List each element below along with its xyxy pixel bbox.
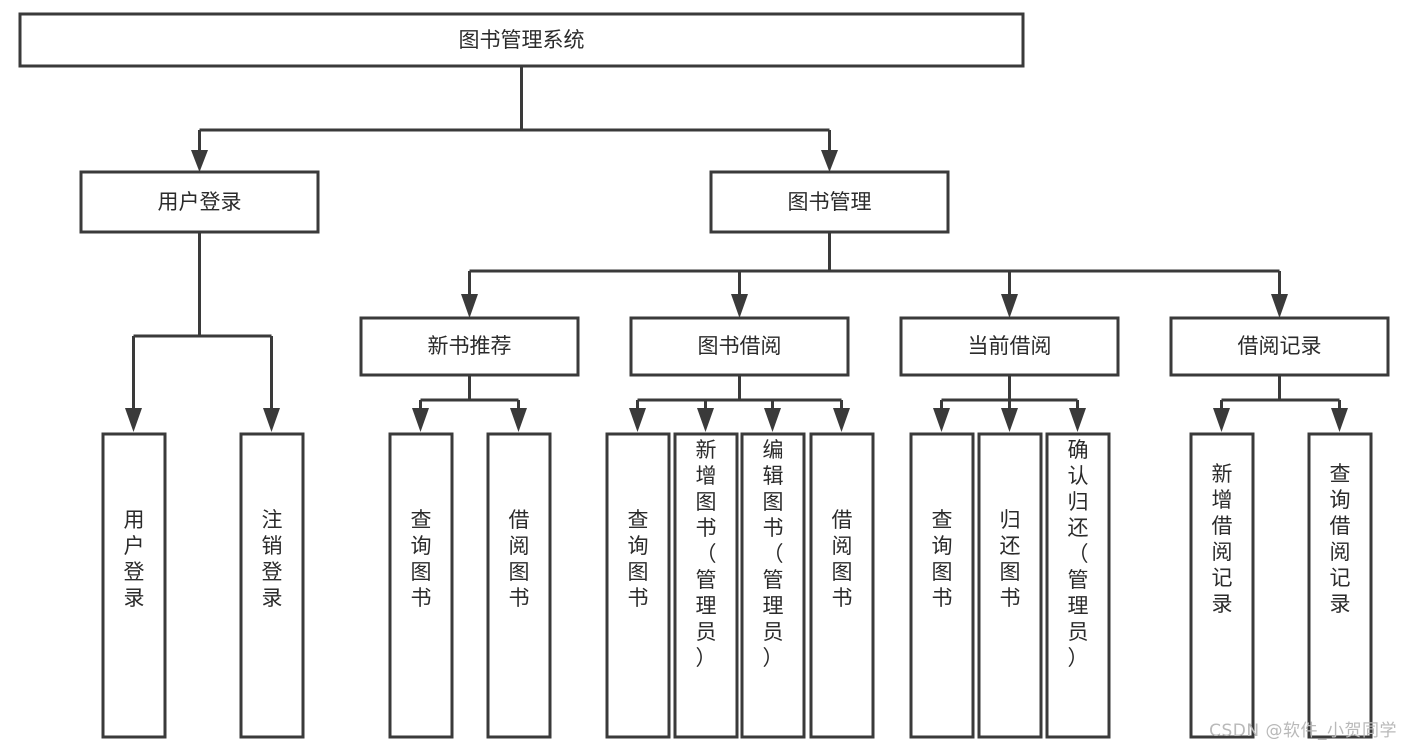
- leaf-book-borrow-1-box[interactable]: [605, 432, 671, 739]
- leaf-book-borrow-2-box[interactable]: [673, 432, 739, 739]
- arrow-to-new-book: [461, 294, 478, 318]
- arrow-cb-leaf-2: [1001, 408, 1018, 432]
- node-book-management-box[interactable]: [709, 170, 950, 234]
- leaf-borrow-record-1[interactable]: 新增借阅记录: [1189, 432, 1255, 739]
- arrow-bb-leaf-3: [764, 408, 781, 432]
- node-book-management[interactable]: 图书管理: [709, 170, 950, 234]
- leaf-current-borrow-2-label: 归还图书: [1000, 508, 1021, 610]
- arrow-bb-leaf-4: [833, 408, 850, 432]
- csdn-watermark: CSDN @软件_小贺同学: [1209, 721, 1397, 741]
- leaf-current-borrow-3[interactable]: 确认归还（管理员）: [1045, 432, 1111, 739]
- node-book-management-label: 图书管理: [788, 190, 872, 214]
- leaf-current-borrow-2[interactable]: 归还图书: [977, 432, 1043, 739]
- node-current-borrow-box[interactable]: [899, 316, 1120, 377]
- leaf-book-borrow-3[interactable]: 编辑图书（管理员）: [740, 432, 806, 739]
- leaf-new-book-2-label: 借阅图书: [509, 508, 530, 610]
- node-current-borrow[interactable]: 当前借阅: [899, 316, 1120, 377]
- arrow-to-user-login: [191, 150, 208, 172]
- leaf-current-borrow-3-box[interactable]: [1045, 432, 1111, 739]
- leaf-new-book-1-label: 查询图书: [411, 508, 432, 610]
- leaf-new-book-2-box[interactable]: [486, 432, 552, 739]
- edge-group: [125, 66, 1348, 432]
- leaf-book-borrow-2-label: 新增图书（管理员）: [696, 438, 717, 670]
- leaf-book-borrow-2[interactable]: 新增图书（管理员）: [673, 432, 739, 739]
- arrow-user-leaf-1: [125, 408, 142, 432]
- leaf-borrow-record-1-label: 新增借阅记录: [1212, 462, 1233, 616]
- leaf-current-borrow-1-box[interactable]: [909, 432, 975, 739]
- leaf-user-login-2-box[interactable]: [239, 432, 305, 739]
- node-new-book-recommend-label: 新书推荐: [428, 334, 512, 358]
- arrow-nb-leaf-1: [412, 408, 429, 432]
- arrow-cb-leaf-1: [933, 408, 950, 432]
- arrow-to-book-manage: [821, 150, 838, 172]
- leaf-current-borrow-3-label: 确认归还（管理员）: [1068, 438, 1089, 670]
- leaf-book-borrow-3-box[interactable]: [740, 432, 806, 739]
- node-new-book-recommend[interactable]: 新书推荐: [359, 316, 580, 377]
- arrow-to-current-borrow: [1001, 294, 1018, 318]
- node-user-login[interactable]: 用户登录: [79, 170, 320, 234]
- leaf-borrow-record-2[interactable]: 查询借阅记录: [1307, 432, 1373, 739]
- arrow-nb-leaf-2: [510, 408, 527, 432]
- leaf-borrow-record-2-box[interactable]: [1307, 432, 1373, 739]
- leaf-new-book-1[interactable]: 查询图书: [388, 432, 454, 739]
- leaf-current-borrow-1-label: 查询图书: [932, 508, 953, 610]
- leaf-borrow-record-2-label: 查询借阅记录: [1330, 462, 1351, 616]
- leaf-user-login-2[interactable]: 注销登录: [239, 432, 305, 739]
- arrow-bb-leaf-1: [629, 408, 646, 432]
- leaf-book-borrow-4-label: 借阅图书: [832, 508, 853, 610]
- node-user-login-box[interactable]: [79, 170, 320, 234]
- leaf-book-borrow-3-label: 编辑图书（管理员）: [763, 438, 784, 670]
- arrow-to-book-borrow: [731, 294, 748, 318]
- node-borrow-record-box[interactable]: [1169, 316, 1390, 377]
- arrow-to-borrow-record: [1271, 294, 1288, 318]
- node-book-borrow-box[interactable]: [629, 316, 850, 377]
- node-root-box[interactable]: [18, 12, 1025, 68]
- node-new-book-recommend-box[interactable]: [359, 316, 580, 377]
- node-borrow-record-label: 借阅记录: [1238, 334, 1322, 358]
- node-book-borrow-label: 图书借阅: [698, 334, 782, 358]
- arrow-br-leaf-1: [1213, 408, 1230, 432]
- leaf-new-book-2[interactable]: 借阅图书: [486, 432, 552, 739]
- node-book-borrow[interactable]: 图书借阅: [629, 316, 850, 377]
- leaf-book-borrow-4[interactable]: 借阅图书: [809, 432, 875, 739]
- arrow-cb-leaf-3: [1069, 408, 1086, 432]
- leaf-book-borrow-1[interactable]: 查询图书: [605, 432, 671, 739]
- node-borrow-record[interactable]: 借阅记录: [1169, 316, 1390, 377]
- node-root-label: 图书管理系统: [459, 28, 585, 52]
- leaf-book-borrow-1-label: 查询图书: [628, 508, 649, 610]
- leaf-user-login-1[interactable]: 用户登录: [101, 432, 167, 739]
- leaf-book-borrow-4-box[interactable]: [809, 432, 875, 739]
- leaf-user-login-1-box[interactable]: [101, 432, 167, 739]
- leaf-current-borrow-2-box[interactable]: [977, 432, 1043, 739]
- node-current-borrow-label: 当前借阅: [968, 334, 1052, 358]
- arrow-br-leaf-2: [1331, 408, 1348, 432]
- leaf-user-login-2-label: 注销登录: [262, 508, 283, 610]
- arrow-user-leaf-2: [263, 408, 280, 432]
- node-root[interactable]: 图书管理系统: [18, 12, 1025, 68]
- leaf-new-book-1-box[interactable]: [388, 432, 454, 739]
- leaf-user-login-1-label: 用户登录: [124, 508, 145, 610]
- leaf-current-borrow-1[interactable]: 查询图书: [909, 432, 975, 739]
- arrow-bb-leaf-2: [697, 408, 714, 432]
- node-user-login-label: 用户登录: [158, 190, 242, 214]
- leaf-borrow-record-1-box[interactable]: [1189, 432, 1255, 739]
